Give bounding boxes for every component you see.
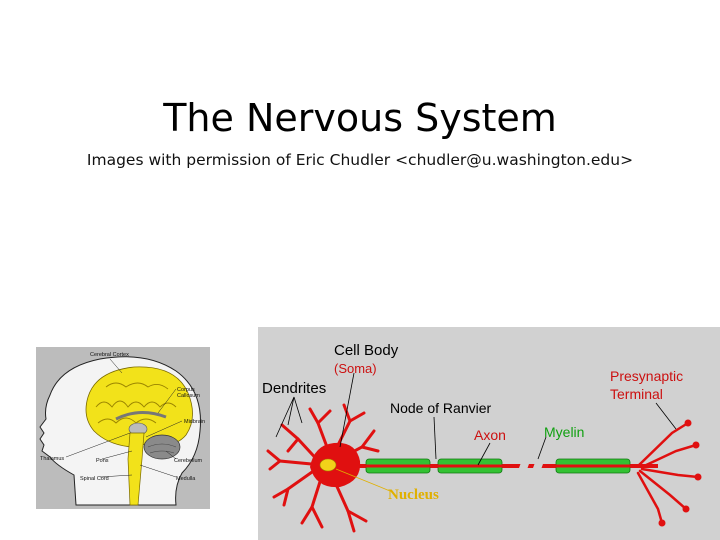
label-axon: Axon <box>474 427 506 443</box>
brain-folds <box>95 382 177 424</box>
label-myelin: Myelin <box>544 424 584 440</box>
neuron-diagram: Cell Body (Soma) Dendrites Node of Ranvi… <box>258 327 720 540</box>
label-cerebellum: Cerebellum <box>174 458 203 464</box>
label-spinal-cord: Spinal Cord <box>80 476 109 482</box>
slide-subtitle: Images with permission of Eric Chudler <… <box>86 151 634 169</box>
dendrites-shape <box>266 403 380 533</box>
label-node-of-ranvier: Node of Ranvier <box>390 400 492 416</box>
corpus-callosum <box>115 411 167 421</box>
label-thalamus: Thalamus <box>40 456 64 462</box>
label-presynaptic: Presynaptic <box>610 368 683 384</box>
brain-pointer-lines <box>65 358 183 478</box>
label-dendrites: Dendrites <box>262 380 326 397</box>
label-midbrain: Midbrain <box>184 419 205 425</box>
neuron-diagram-svg: Cell Body (Soma) Dendrites Node of Ranvi… <box>262 342 702 533</box>
label-corpus: Corpus <box>177 387 195 393</box>
nucleus-shape <box>319 458 337 472</box>
cerebellum-folds <box>147 443 177 454</box>
label-cell-body: Cell Body <box>334 342 399 359</box>
axon-break <box>516 453 546 479</box>
label-pons: Pons <box>96 458 109 464</box>
brain-diagram-svg: Cerebral Cortex Corpus Callosum Midbrain… <box>39 352 205 506</box>
label-callosum: Callosum <box>177 393 200 399</box>
brain-diagram: Cerebral Cortex Corpus Callosum Midbrain… <box>36 347 210 509</box>
terminal-buttons <box>658 419 702 527</box>
label-terminal: Terminal <box>610 386 663 402</box>
label-soma: (Soma) <box>334 361 377 376</box>
label-nucleus: Nucleus <box>388 487 439 503</box>
label-cerebral-cortex: Cerebral Cortex <box>90 352 129 358</box>
slide-title: The Nervous System <box>163 96 557 140</box>
label-medulla: Medulla <box>176 476 196 482</box>
cerebellum-shape <box>143 434 181 460</box>
neuron-pointer-lines <box>275 372 677 492</box>
terminals-shape <box>636 421 700 525</box>
